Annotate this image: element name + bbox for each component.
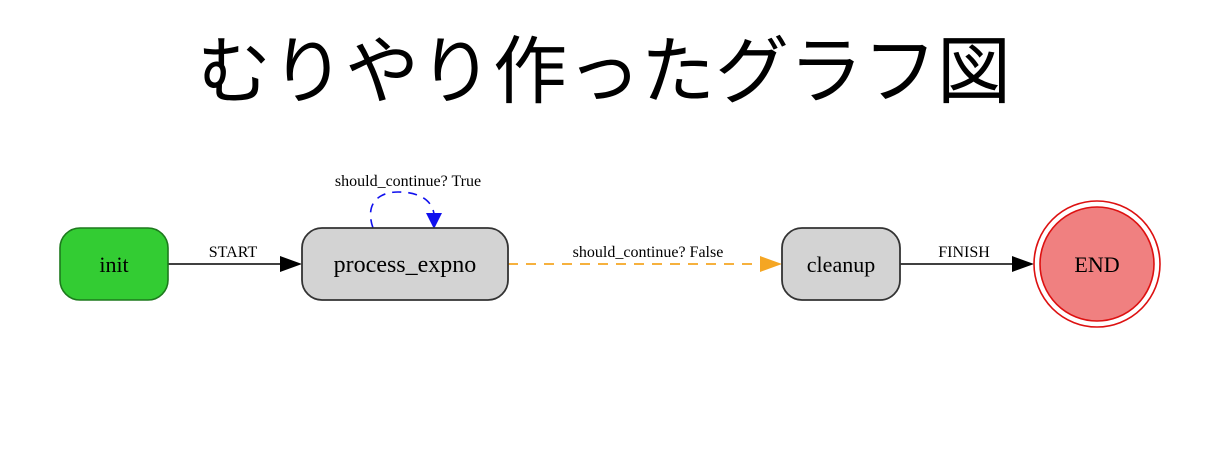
page-title: むりやり作ったグラフ図 [197,29,1011,115]
edge-finish-arrowhead [1012,256,1034,272]
node-init-shape [59,227,169,301]
edge-to-cleanup-arrowhead [760,256,782,272]
edge-label-to-cleanup: should_continue? False [573,244,724,261]
node-process-expno[interactable]: process_expno [301,227,509,301]
node-cleanup-shape [781,227,901,301]
node-cleanup[interactable]: cleanup [781,227,901,301]
edge-label-finish: FINISH [938,244,990,261]
edge-self-loop [369,191,435,229]
edge-label-start: START [209,244,258,261]
node-init[interactable]: init [59,227,169,301]
node-end-shape [1039,206,1155,322]
edge-start-arrowhead [280,256,302,272]
node-process-expno-label: process_expno [334,252,477,278]
edge-self-loop-arrowhead [426,213,442,229]
node-end-outer-ring [1033,200,1161,328]
edge-label-self-loop: should_continue? True [335,173,481,190]
node-cleanup-label: cleanup [807,252,875,277]
node-end-label: END [1074,252,1119,277]
node-init-label: init [99,252,128,277]
node-end[interactable]: END [1033,200,1161,328]
node-process-expno-shape [301,227,509,301]
